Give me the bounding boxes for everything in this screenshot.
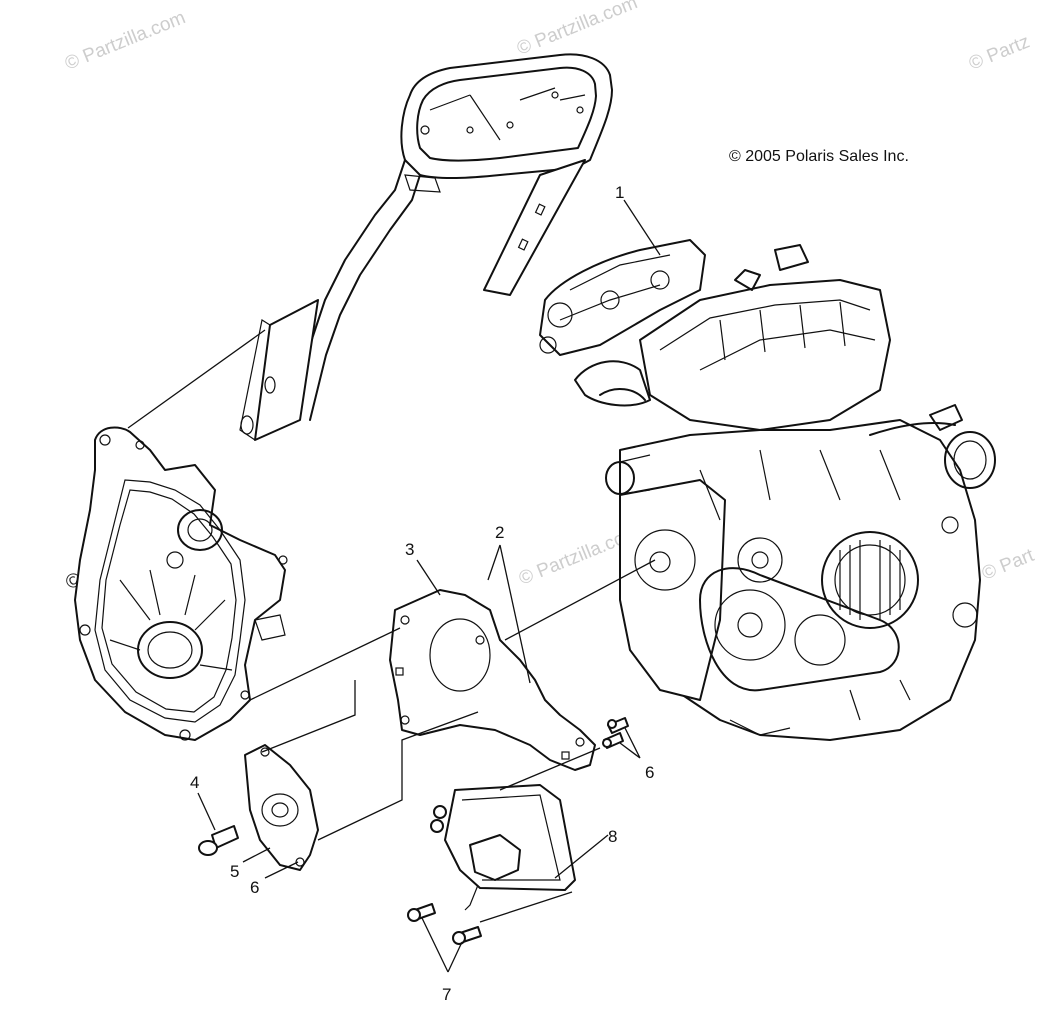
- plate-drawing: [389, 589, 596, 771]
- copyright-text: © 2005 Polaris Sales Inc.: [729, 148, 909, 165]
- bolt-4-drawing: [198, 825, 239, 856]
- callout-4: 4: [190, 773, 199, 792]
- callout-2: 2: [495, 523, 504, 542]
- engine-drawing: [539, 239, 996, 741]
- mount-drawing: [244, 744, 319, 871]
- watermark-top-right: © Partz: [966, 31, 1033, 74]
- watermark-top-left: © Partzilla.com: [62, 7, 189, 74]
- watermark-top-center: © Partzilla.com: [514, 0, 641, 60]
- callout-1: 1: [615, 183, 624, 202]
- bracket-drawing: [430, 784, 576, 911]
- callouts: 1 2 3 4 5 6 6 7 8: [190, 183, 654, 1004]
- callout-6-left: 6: [250, 878, 259, 897]
- leader-lines: [127, 199, 661, 973]
- callout-5: 5: [230, 862, 239, 881]
- frame-bracket-drawing: [239, 53, 613, 441]
- bolt-7-drawing: [407, 903, 482, 945]
- callout-6-right: 6: [645, 763, 654, 782]
- callout-3: 3: [405, 540, 414, 559]
- bolt-6-right-drawing: [602, 717, 629, 749]
- cover-drawing: [74, 426, 288, 741]
- watermark-right: © Part: [979, 545, 1038, 585]
- callout-8: 8: [608, 827, 617, 846]
- callout-7: 7: [442, 985, 451, 1004]
